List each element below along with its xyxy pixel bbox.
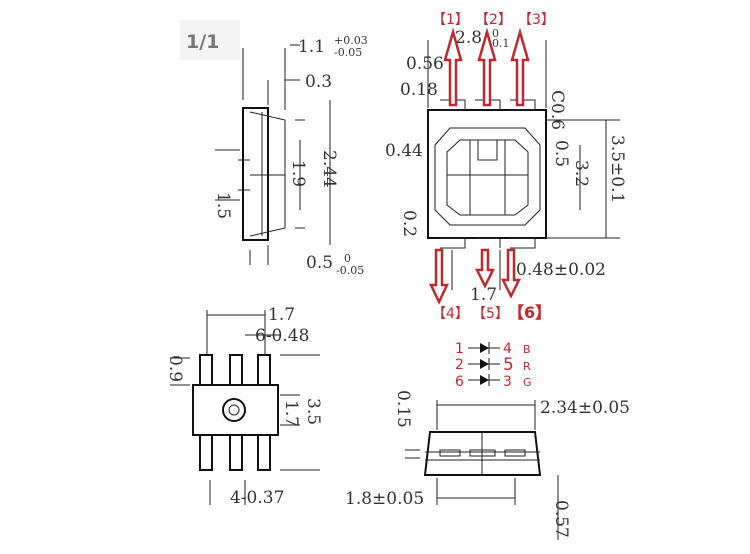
circuit-out-4: 4 xyxy=(503,341,512,357)
circuit-color-r: R xyxy=(523,360,531,373)
side-view: 1.1 +0.03 -0.05 0.3 1.5 1.9 2.44 0.5 0 -… xyxy=(213,34,368,277)
tol-minus: 0.1 xyxy=(492,37,510,50)
circuit-color-b: B xyxy=(523,343,531,356)
top-view: 【1】 【2】 【3】 【4】 【5】 【6】 2.8 0 0.1 0.56 0… xyxy=(385,12,627,322)
dim-1-7: 1.7 xyxy=(268,305,295,325)
dim-2-34: 2.34±0.05 xyxy=(540,398,630,418)
dim-0-15: 0.15 xyxy=(393,390,413,428)
pin-label-6: 【6】 xyxy=(508,303,551,322)
circuit-in-1: 1 xyxy=(455,341,464,357)
dim-0-3: 0.3 xyxy=(305,72,332,92)
dim-3-5: 3.5 xyxy=(303,398,323,425)
dim-1-7-v: 1.7 xyxy=(281,400,301,427)
dim-1-8: 1.8±0.05 xyxy=(345,489,424,509)
bottom-view: 1.7 6-0.48 0.9 1.7 3.5 4-0.37 xyxy=(165,305,323,508)
page-label-bg xyxy=(180,20,240,60)
dim-0-2: 0.2 xyxy=(399,210,419,237)
tol-minus: -0.05 xyxy=(336,264,364,277)
circuit-color-g: G xyxy=(523,376,532,389)
dim-1-5: 1.5 xyxy=(213,192,233,219)
dim-0-9: 0.9 xyxy=(165,355,185,382)
dim-chamfer: C0.6 xyxy=(547,90,567,130)
dim-0-5: 0.5 xyxy=(551,140,571,167)
dim-0-56: 0.56 xyxy=(406,54,444,74)
pin-label-3: 【3】 xyxy=(518,12,555,28)
dim-holes: 4-0.37 xyxy=(230,488,284,508)
dim-0-44: 0.44 xyxy=(385,141,423,161)
circuit-out-5: 5 xyxy=(503,355,514,375)
pin-label-4: 【4】 xyxy=(432,306,469,322)
tol-plus: 0 xyxy=(344,252,351,265)
dim-3-2: 3.2 xyxy=(571,160,591,187)
dim-1-9: 1.9 xyxy=(288,160,308,187)
dim-2-44: 2.44 xyxy=(319,150,339,188)
dim-pitch: 1.7 xyxy=(470,285,497,305)
pin-label-2: 【2】 xyxy=(475,12,512,28)
dim-3-5: 3.5±0.1 xyxy=(607,135,627,203)
tol-minus: -0.05 xyxy=(334,46,362,59)
tol-plus: +0.03 xyxy=(334,34,368,47)
front-view: 0.15 2.34±0.05 1.8±0.05 0.57 xyxy=(345,390,630,540)
tol-plus: 0 xyxy=(492,27,499,40)
pin-label-5: 【5】 xyxy=(472,306,509,322)
dim-pads: 6-0.48 xyxy=(255,326,309,346)
pin-arrows-top xyxy=(443,27,530,107)
circuit-in-6: 6 xyxy=(455,374,464,390)
circuit-in-2: 2 xyxy=(455,357,464,373)
dim-0-5: 0.5 xyxy=(306,253,333,273)
dim-0-18: 0.18 xyxy=(400,80,438,100)
dim-2-8: 2.8 xyxy=(455,28,482,48)
circuit-out-3: 3 xyxy=(503,374,512,390)
pin-arrows-bottom xyxy=(429,248,522,305)
dim-0-57: 0.57 xyxy=(551,500,571,538)
pin-label-1: 【1】 xyxy=(432,12,469,28)
circuit-diagram: 1 2 6 4 5 3 B R G xyxy=(455,341,532,390)
dim-thickness: 1.1 xyxy=(298,37,325,57)
dim-pad: 0.48±0.02 xyxy=(516,260,606,280)
page-label: 1/1 xyxy=(186,31,219,53)
